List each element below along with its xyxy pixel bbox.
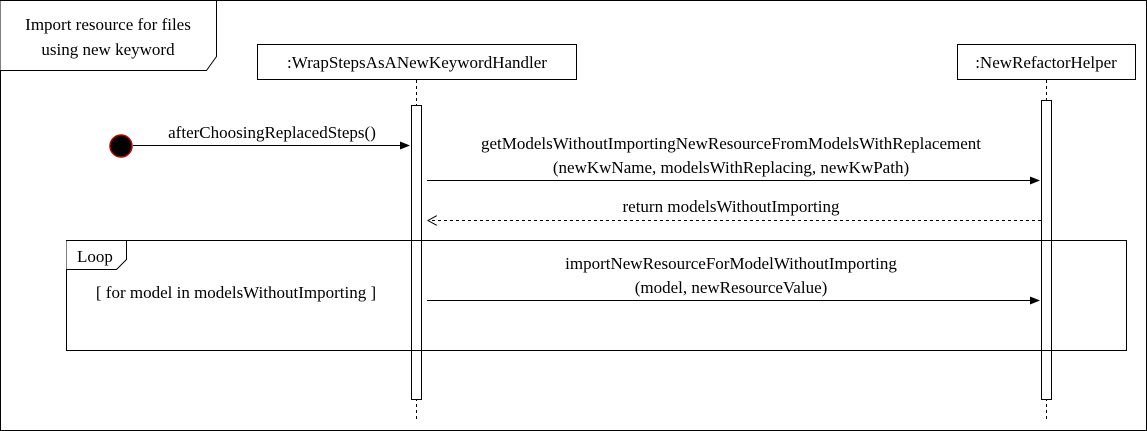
- activation-handler: [411, 105, 422, 400]
- lifeline-helper-box: [957, 44, 1136, 80]
- message-start-label: afterChoosingReplacedSteps(): [168, 123, 376, 142]
- loop-guard: [ for model in modelsWithoutImporting ]: [96, 283, 376, 302]
- start-node: [109, 134, 133, 158]
- message-import-label-line1: importNewResourceForModelWithoutImportin…: [565, 254, 897, 273]
- loop-fragment: [66, 240, 1127, 351]
- message-return-label: return modelsWithoutImporting: [623, 197, 840, 216]
- message-import-label-line2: (model, newResourceValue): [635, 278, 828, 297]
- frame-title-box: [0, 0, 217, 71]
- loop-label: Loop: [77, 247, 113, 266]
- lifeline-helper-label: :NewRefactorHelper: [975, 53, 1117, 72]
- message-get-label-line2: (newKwName, modelsWithReplacing, newKwPa…: [553, 158, 909, 177]
- frame-title-line2: using new keyword: [41, 40, 175, 59]
- frame-title-line1: Import resource for files: [25, 15, 191, 34]
- message-get-label-line1: getModelsWithoutImportingNewResourceFrom…: [481, 134, 981, 153]
- lifeline-handler-label: :WrapStepsAsANewKeywordHandler: [287, 53, 547, 72]
- loop-label-box: [66, 240, 127, 270]
- activation-helper: [1041, 100, 1052, 400]
- lifeline-handler-box: [257, 44, 577, 80]
